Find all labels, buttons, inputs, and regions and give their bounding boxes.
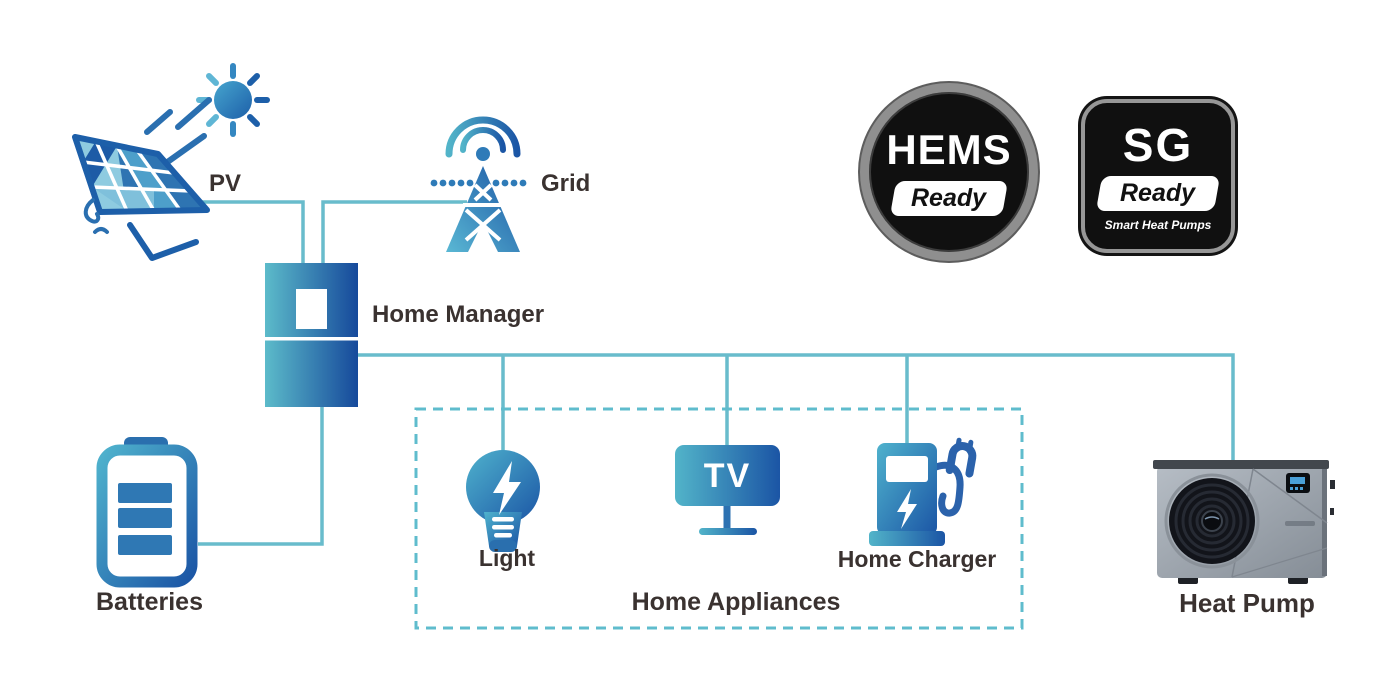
home-charger-icon bbox=[869, 437, 977, 546]
tv-screen-label: TV bbox=[703, 456, 752, 495]
hems-ready-badge: HEMS Ready bbox=[860, 83, 1038, 261]
battery-to-home-manager-line bbox=[198, 407, 324, 546]
heat-pump-label: Heat Pump bbox=[1179, 588, 1315, 618]
sg-ready-box: Ready bbox=[1095, 175, 1221, 211]
plug-icon bbox=[945, 437, 977, 478]
home-charger-label: Home Charger bbox=[837, 546, 997, 572]
hems-ready-label: Ready bbox=[911, 183, 987, 212]
light-bulb-icon bbox=[466, 450, 540, 552]
sg-ready-label: Ready bbox=[1120, 178, 1196, 207]
pv-label: PV bbox=[209, 170, 242, 197]
sg-badge-title: SG bbox=[1122, 118, 1194, 171]
pv-to-home-manager-line bbox=[193, 200, 305, 263]
home-appliances-label: Home Appliances bbox=[631, 588, 841, 616]
battery-icon bbox=[96, 437, 198, 588]
hems-badge-title: HEMS bbox=[886, 125, 1012, 173]
batteries-label: Batteries bbox=[96, 588, 203, 616]
hems-ready-box: Ready bbox=[889, 180, 1009, 216]
grid-tower-icon bbox=[430, 116, 527, 252]
home-manager-bus-line bbox=[358, 353, 1235, 461]
sg-ready-badge: SG Ready Smart Heat Pumps bbox=[1081, 99, 1235, 253]
grid-label: Grid bbox=[541, 170, 591, 197]
pv-solar-panel-icon bbox=[72, 134, 210, 261]
sg-badge-tagline: Smart Heat Pumps bbox=[1104, 217, 1212, 232]
sun-icon bbox=[144, 63, 270, 176]
light-label: Light bbox=[478, 545, 536, 571]
home-appliances-box bbox=[414, 407, 1024, 630]
heat-pump-icon bbox=[1153, 460, 1335, 584]
tv-icon bbox=[675, 445, 780, 535]
grid-to-home-manager-line bbox=[321, 200, 467, 263]
connector-lines bbox=[193, 200, 1235, 546]
home-manager-label: Home Manager bbox=[372, 301, 545, 328]
home-manager-icon bbox=[265, 263, 358, 407]
